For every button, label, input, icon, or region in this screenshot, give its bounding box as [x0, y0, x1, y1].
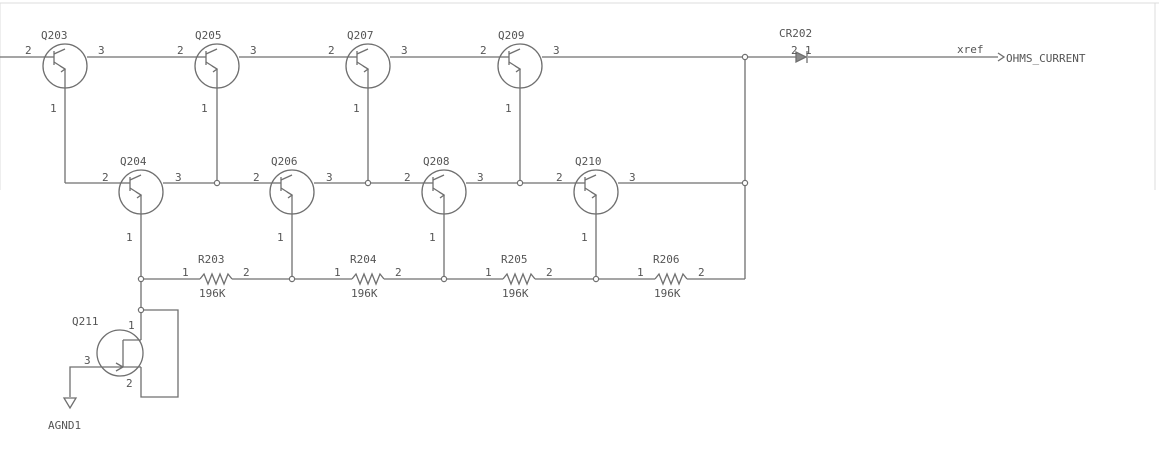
- ref-label-q207: Q207: [347, 29, 374, 42]
- pin-label: 3: [250, 44, 257, 57]
- junction-dot: [137, 275, 145, 283]
- pin-label: 1: [637, 266, 644, 279]
- pin-label: 3: [553, 44, 560, 57]
- ref-label-q205: Q205: [195, 29, 222, 42]
- resistor-r204: [351, 272, 385, 286]
- ref-label-q210: Q210: [575, 155, 602, 168]
- transistor-q209: [497, 43, 543, 89]
- junction-dot: [137, 306, 145, 314]
- ref-label-r206: R206: [653, 253, 680, 266]
- ref-label-r205: R205: [501, 253, 528, 266]
- transistor-q207: [345, 43, 391, 89]
- junction-dot: [741, 179, 749, 187]
- wire-q211-loop: [140, 309, 179, 398]
- pin-label: 3: [98, 44, 105, 57]
- junction-dot: [592, 275, 600, 283]
- ref-label-q208: Q208: [423, 155, 450, 168]
- net-label: xref: [957, 43, 984, 56]
- pin-label: 3: [401, 44, 408, 57]
- ref-label-q204: Q204: [120, 155, 147, 168]
- pin-label: 2: [556, 171, 563, 184]
- fet-q211: [96, 329, 144, 377]
- pin-label: 2: [328, 44, 335, 57]
- value-label-r203: 196K: [199, 287, 226, 300]
- pin-label: 1: [128, 319, 135, 332]
- output-port-label: OHMS_CURRENT: [1006, 52, 1086, 65]
- value-label-r205: 196K: [502, 287, 529, 300]
- ref-label-r204: R204: [350, 253, 377, 266]
- ref-label-r203: R203: [198, 253, 225, 266]
- pin-label: 2: [25, 44, 32, 57]
- transistor-q210: [573, 169, 619, 215]
- pin-label: 3: [175, 171, 182, 184]
- transistor-q203: [42, 43, 88, 89]
- junction-dot: [288, 275, 296, 283]
- pin-label: 2: [404, 171, 411, 184]
- pin-label: 1: [805, 44, 812, 57]
- pin-label: 1: [334, 266, 341, 279]
- ground-label: AGND1: [48, 419, 81, 432]
- pin-label: 1: [485, 266, 492, 279]
- junction-dot: [741, 53, 749, 61]
- pin-label: 2: [395, 266, 402, 279]
- pin-label: 2: [177, 44, 184, 57]
- junction-dot: [440, 275, 448, 283]
- junction-dot: [364, 179, 372, 187]
- resistor-r203: [199, 272, 233, 286]
- transistor-q206: [269, 169, 315, 215]
- resistor-r205: [502, 272, 536, 286]
- pin-label: 2: [126, 377, 133, 390]
- transistor-q204: [118, 169, 164, 215]
- pin-label: 1: [505, 102, 512, 115]
- pin-label: 3: [84, 354, 91, 367]
- transistor-q208: [421, 169, 467, 215]
- pin-label: 2: [253, 171, 260, 184]
- diode-cr202: [795, 50, 808, 64]
- output-port-arrow: [997, 52, 1006, 62]
- ref-label-q209: Q209: [498, 29, 525, 42]
- pin-label: 2: [791, 44, 798, 57]
- wire-ground: [69, 366, 98, 397]
- value-label-r204: 196K: [351, 287, 378, 300]
- pin-label: 1: [353, 102, 360, 115]
- pin-label: 3: [477, 171, 484, 184]
- pin-label: 1: [277, 231, 284, 244]
- pin-label: 2: [243, 266, 250, 279]
- ref-label-q203: Q203: [41, 29, 68, 42]
- ground-symbol: [62, 397, 78, 410]
- junction-dot: [213, 179, 221, 187]
- pin-label: 3: [629, 171, 636, 184]
- pin-label: 3: [326, 171, 333, 184]
- pin-label: 1: [429, 231, 436, 244]
- pin-label: 1: [126, 231, 133, 244]
- pin-label: 2: [546, 266, 553, 279]
- pin-label: 1: [182, 266, 189, 279]
- resistor-r206: [654, 272, 688, 286]
- pin-label: 1: [581, 231, 588, 244]
- value-label-r206: 196K: [654, 287, 681, 300]
- ref-label-q206: Q206: [271, 155, 298, 168]
- pin-label: 1: [201, 102, 208, 115]
- pin-label: 2: [102, 171, 109, 184]
- transistor-q205: [194, 43, 240, 89]
- ref-label-cr202: CR202: [779, 27, 812, 40]
- pin-label: 2: [480, 44, 487, 57]
- junction-dot: [516, 179, 524, 187]
- pin-label: 2: [698, 266, 705, 279]
- ref-label-q211: Q211: [72, 315, 99, 328]
- pin-label: 1: [50, 102, 57, 115]
